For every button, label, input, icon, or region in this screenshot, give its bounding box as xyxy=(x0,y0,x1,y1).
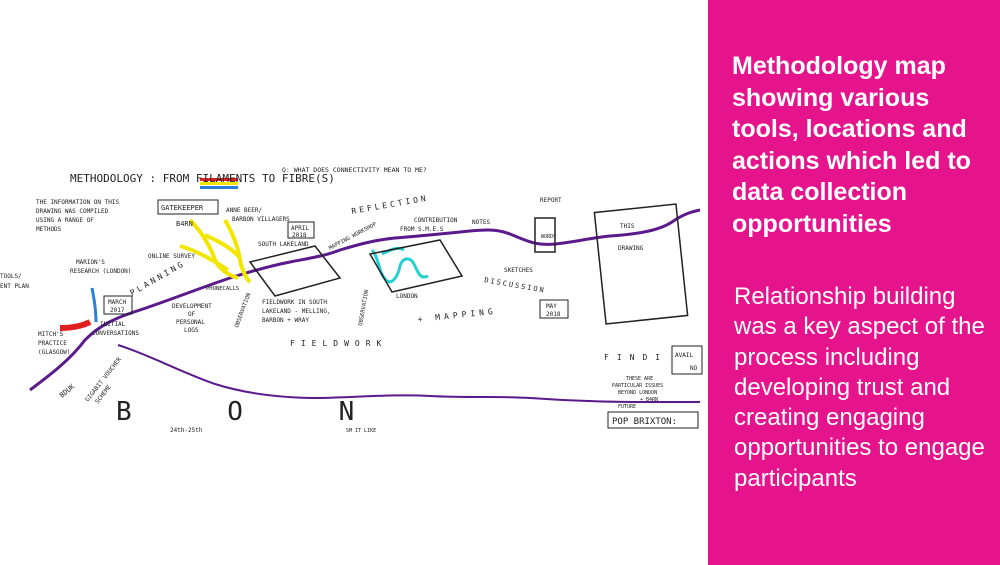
findings-label: FINDI xyxy=(604,353,668,362)
mitchs-practice-2: PRACTICE xyxy=(38,340,67,347)
blue-line xyxy=(90,287,98,323)
online-survey-label: ONLINE SURVEY xyxy=(148,253,195,260)
left-edge-note-1: TOOLS/ xyxy=(0,273,22,280)
observation-label-2: OBSERVATION xyxy=(358,289,370,326)
initial-conversations-1: INITIAL xyxy=(100,321,126,328)
fieldwork-south-lakeland-3: BARBON + WRAY xyxy=(262,317,309,324)
fieldwork-south-lakeland-1: FIELDWORK IN SOUTH xyxy=(262,299,327,306)
panel-body: Relationship building was a key aspect o… xyxy=(734,283,985,492)
pop-brixton-label: POP BRIXTON: xyxy=(612,417,677,427)
intro-note-2: DRAWING WAS COMPILED xyxy=(36,208,109,215)
gatekeeper-label: GATEKEEPER xyxy=(161,204,204,212)
april-date-1: APRIL xyxy=(291,225,309,232)
sketches-label: SKETCHES xyxy=(504,267,533,274)
future-label: FUTURE xyxy=(618,404,636,410)
bduk-label: BDUK xyxy=(58,382,77,399)
anne-beer-2: BARBON VILLAGERS xyxy=(232,216,290,223)
personal-logs-1: DEVELOPMENT xyxy=(172,303,212,310)
mapping-label: + MAPPING xyxy=(417,307,497,324)
this-drawing-1: THIS xyxy=(620,223,635,230)
personal-logs-3: PERSONAL xyxy=(176,319,205,326)
phone-calls-label: PHONECALLS xyxy=(206,286,239,292)
title-color-bar-blue xyxy=(200,186,238,189)
this-drawing-frame xyxy=(593,203,689,325)
south-lakeland-label: SOUTH LAKELAND xyxy=(258,241,309,248)
march-box xyxy=(103,295,133,315)
available-2: NO xyxy=(690,365,698,372)
march-date-1: MARCH xyxy=(108,299,126,306)
marions-research-1: MARION'S xyxy=(76,259,105,266)
title-color-bar-yellow xyxy=(200,182,238,185)
observation-label-1: OBSERVATION xyxy=(234,292,252,328)
left-edge-note-2: ENT PLAN xyxy=(0,283,29,290)
planning-label: PLANNING xyxy=(129,259,188,298)
reflection-label: REFLECTION xyxy=(351,194,430,216)
methodology-drawing: METHODOLOGY : FROM FILAMENTS TO FIBRE(S)… xyxy=(0,150,705,440)
intro-note-1: THE INFORMATION ON THIS xyxy=(36,199,119,206)
red-line xyxy=(59,319,92,331)
march-date-2: 2017 xyxy=(110,307,125,314)
title-color-bar-red xyxy=(200,178,238,181)
south-lakeland-panel xyxy=(248,245,342,297)
discussion-label: DISCUSSION xyxy=(484,276,547,295)
may-date-2: 2018 xyxy=(546,311,561,318)
london-label: LONDON xyxy=(396,293,418,300)
april-date-2: 2018 xyxy=(292,232,307,239)
may-box xyxy=(539,299,569,319)
sm-like-label: SM IT LIKE xyxy=(346,428,376,434)
words-label: WORDS xyxy=(541,234,556,240)
fieldwork-south-lakeland-2: LAKELAND - MELLING, xyxy=(262,308,331,315)
dates-bottom: 24th-25th xyxy=(170,427,203,434)
intro-note-3: USING A RANGE OF xyxy=(36,217,94,224)
contribution-2: FROM S.M.E.S xyxy=(400,226,444,233)
drawing-question: Q: WHAT DOES CONNECTIVITY MEAN TO ME? xyxy=(282,166,427,174)
london-panel xyxy=(368,239,464,293)
panel-heading: Methodology map showing various tools, l… xyxy=(732,52,971,238)
personal-logs-2: OF xyxy=(188,311,196,318)
mitchs-practice-3: (GLASGOW) xyxy=(38,349,71,356)
barn-label: B4RN xyxy=(176,220,193,228)
report-label: REPORT xyxy=(540,197,562,204)
personal-logs-4: LOGS xyxy=(184,327,199,334)
pop-brixton-box xyxy=(607,411,699,429)
report-book xyxy=(534,217,556,253)
marions-research-2: RESEARCH (LONDON) xyxy=(70,268,131,275)
these-are-4: + B4RN xyxy=(640,397,658,403)
intro-note-4: METHODS xyxy=(36,226,62,233)
cyan-scribbles xyxy=(370,246,429,284)
notes-label: NOTES xyxy=(472,219,490,226)
initial-conversations-2: CONVERSATIONS xyxy=(92,330,139,337)
lower-timeline-path xyxy=(117,344,700,403)
big-letters: B O N xyxy=(116,397,394,427)
anne-beer-1: ANNE BEER/ xyxy=(226,207,263,214)
timeline-path xyxy=(29,208,701,392)
this-drawing-2: DRAWING xyxy=(618,245,644,252)
drawing-title: METHODOLOGY : FROM FILAMENTS TO FIBRE(S) xyxy=(70,172,335,185)
gatekeeper-box xyxy=(157,199,219,215)
contribution-1: CONTRIBUTION xyxy=(414,217,458,224)
these-are-2: PARTICULAR ISSUES xyxy=(612,383,663,389)
these-are-1: THESE ARE xyxy=(626,376,653,382)
mitchs-practice-1: MITCH'S xyxy=(38,331,64,338)
fieldwork-label: FIELDWORK xyxy=(290,339,387,348)
may-date-1: MAY xyxy=(546,303,557,310)
yellow-scribbles xyxy=(179,218,252,284)
available-1: AVAIL xyxy=(675,352,693,359)
info-panel: Methodology map showing various tools, l… xyxy=(708,0,1000,565)
april-box xyxy=(287,221,315,239)
available-box xyxy=(671,345,703,375)
these-are-3: BEYOND LONDON xyxy=(618,390,657,396)
methodology-sketch: METHODOLOGY : FROM FILAMENTS TO FIBRE(S)… xyxy=(0,166,703,434)
